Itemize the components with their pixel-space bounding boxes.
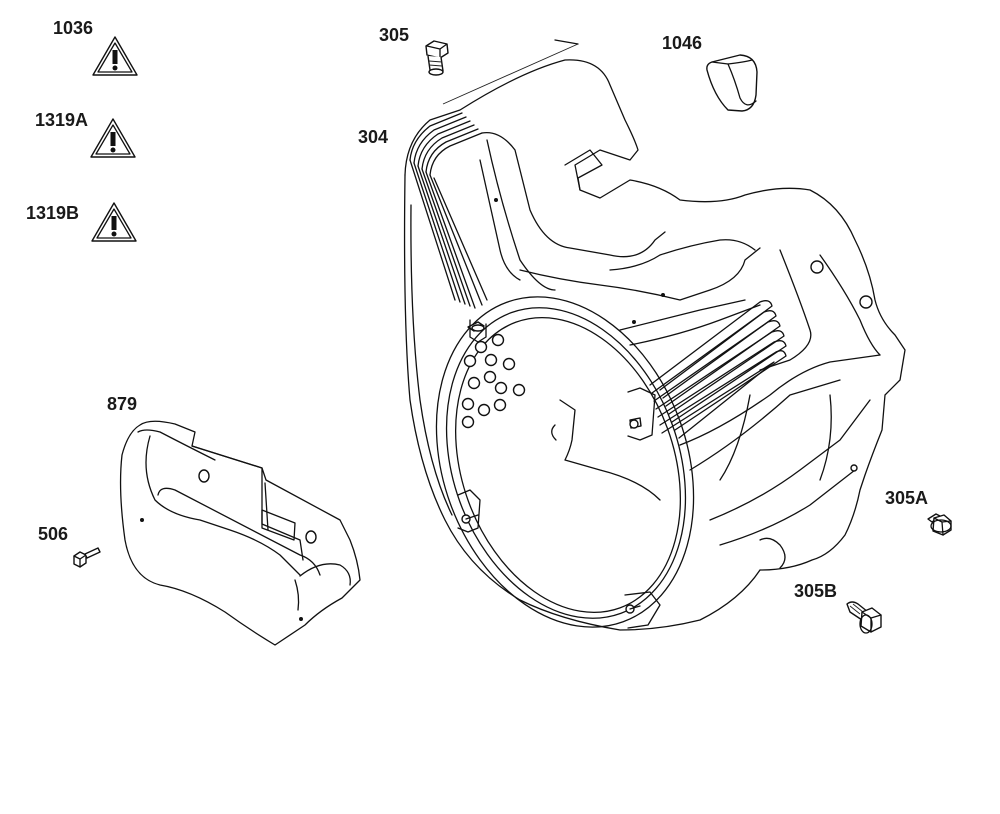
housing-cooling-fins <box>409 112 488 309</box>
housing-mounting-studs <box>457 319 661 629</box>
callout-1036: 1036 <box>53 18 94 38</box>
flange-bolt-icon-305b <box>846 601 882 634</box>
hex-screw-icon-506 <box>73 547 101 568</box>
callout-304: 304 <box>358 127 389 147</box>
warning-triangle-icon-1319b <box>91 202 137 242</box>
shield-part-879 <box>119 420 361 646</box>
flange-bolt-icon-305a <box>927 513 952 536</box>
callout-1046: 1046 <box>662 33 703 53</box>
callout-506: 506 <box>38 524 69 544</box>
plug-part-1046 <box>706 54 758 112</box>
callout-305: 305 <box>379 25 410 45</box>
callout-305b: 305B <box>794 581 838 601</box>
housing-vent-holes <box>461 333 526 429</box>
callout-305a: 305A <box>885 488 929 508</box>
blower-housing-304 <box>403 39 906 631</box>
callout-879: 879 <box>107 394 138 414</box>
housing-side-fins <box>649 300 787 439</box>
callout-1319a: 1319A <box>35 110 89 130</box>
warning-triangle-icon-1319a <box>90 118 136 158</box>
warning-triangle-icon-1036 <box>92 36 138 76</box>
flange-bolt-icon-305 <box>425 40 449 76</box>
callout-1319b: 1319B <box>26 203 80 223</box>
